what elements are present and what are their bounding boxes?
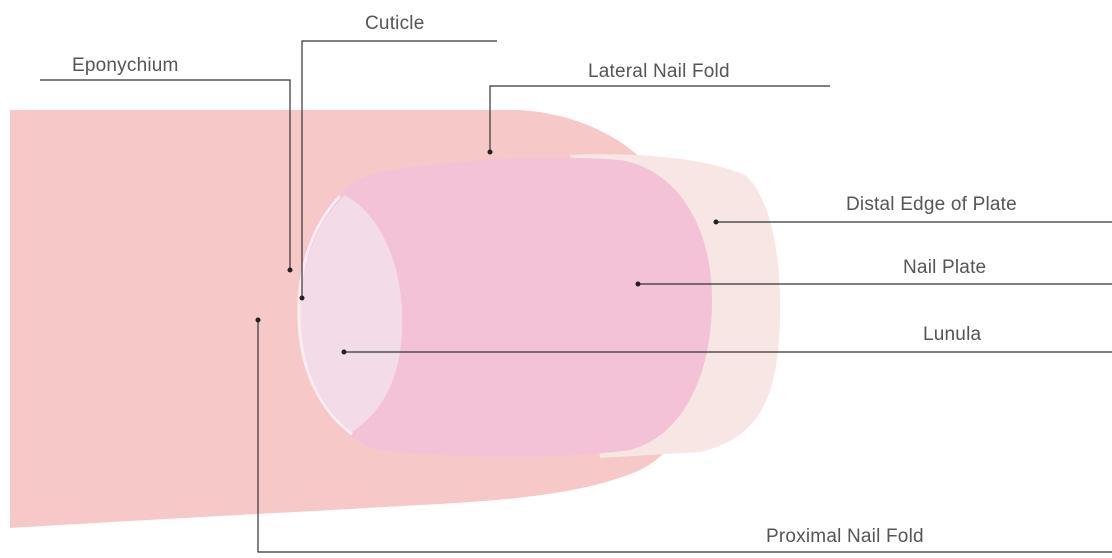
- label-lateral-nail-fold: Lateral Nail Fold: [588, 61, 730, 83]
- distal-edge-dot: [714, 220, 719, 225]
- label-distal-edge-of-plate: Distal Edge of Plate: [846, 194, 1017, 216]
- label-eponychium: Eponychium: [72, 55, 179, 77]
- lunula-dot: [342, 350, 347, 355]
- label-cuticle: Cuticle: [365, 13, 424, 35]
- lateral-fold-dot: [488, 150, 493, 155]
- nail-plate-dot: [636, 282, 641, 287]
- proximal-fold-dot: [256, 318, 261, 323]
- label-lunula: Lunula: [923, 324, 981, 346]
- cuticle-dot: [300, 296, 305, 301]
- label-nail-plate: Nail Plate: [903, 257, 986, 279]
- eponychium-dot: [288, 268, 293, 273]
- label-proximal-nail-fold: Proximal Nail Fold: [766, 526, 924, 548]
